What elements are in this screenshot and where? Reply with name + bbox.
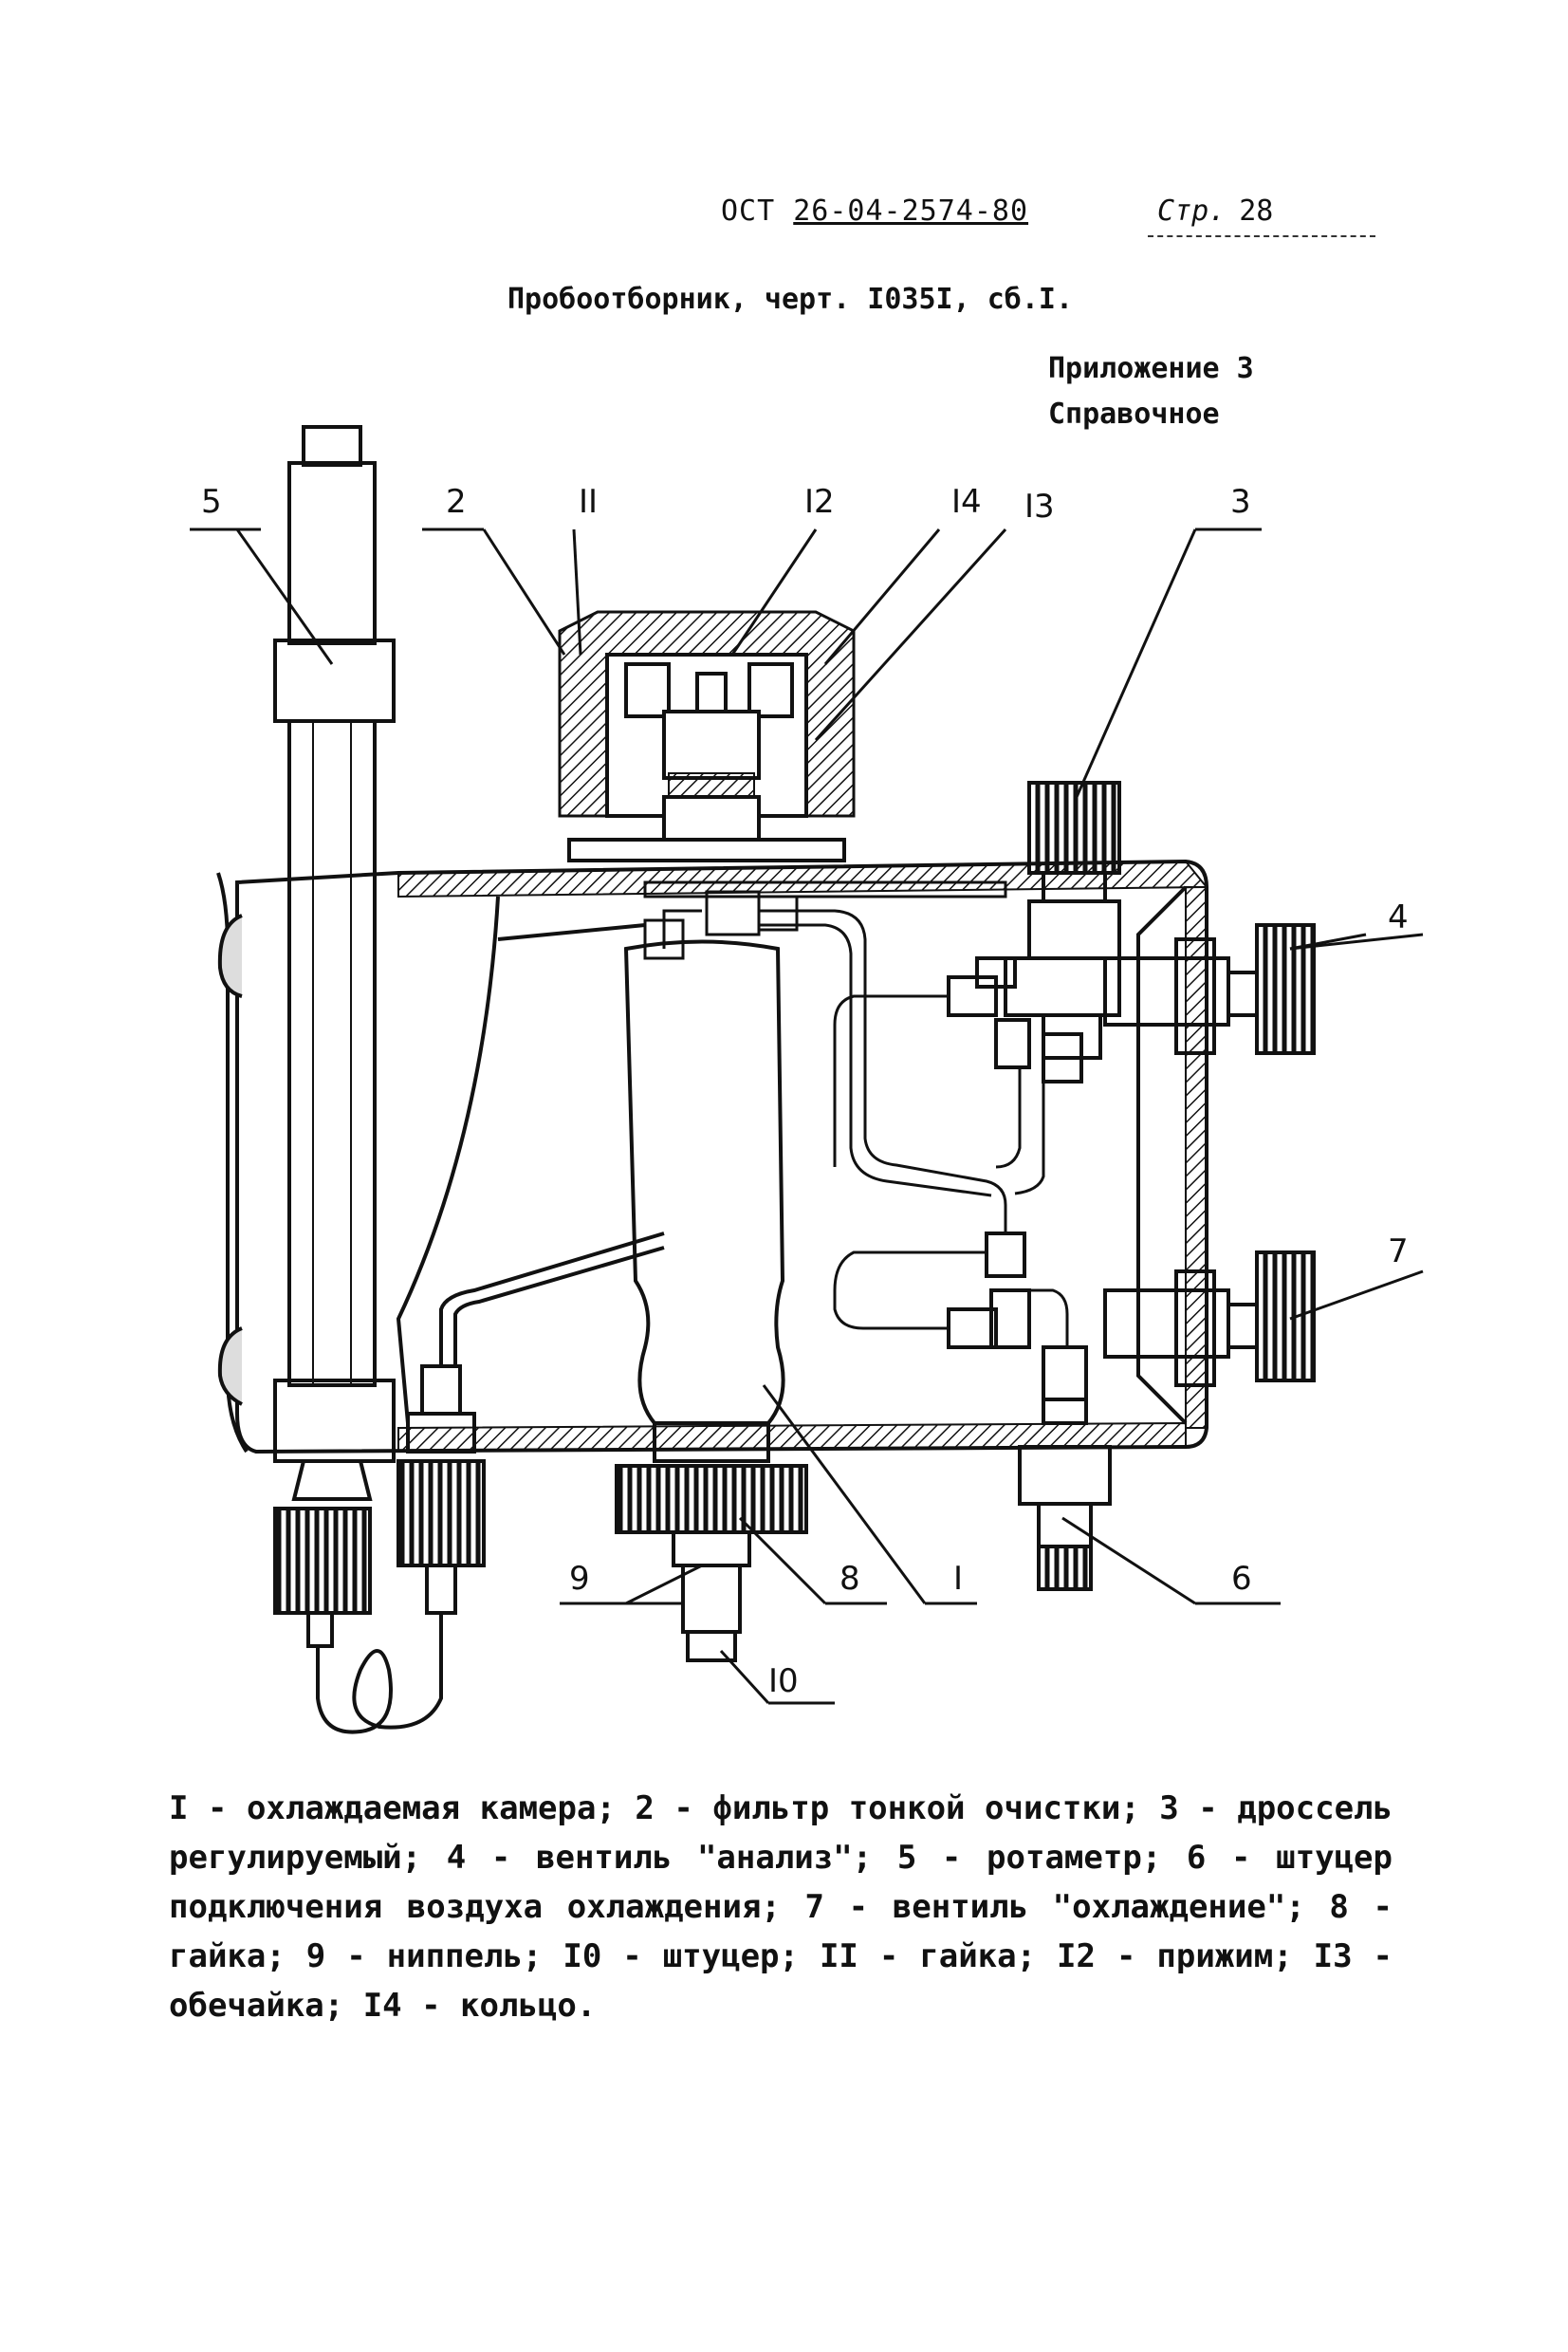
- document-code-number: 26-04-2574-80: [793, 194, 1029, 228]
- appendix-label: Приложение 3 Справочное: [1048, 346, 1254, 437]
- rotameter: [273, 425, 443, 1734]
- callout-2: 2: [446, 483, 467, 521]
- cooling-air-fitting: [1018, 1398, 1112, 1591]
- header-underline: [1148, 235, 1375, 237]
- appendix-type: Справочное: [1048, 398, 1220, 431]
- cooled-chamber: [615, 939, 808, 1662]
- page-indicator: Стр. 28: [1157, 194, 1273, 228]
- callout-12: I2: [804, 483, 835, 521]
- callout-13: I3: [1024, 488, 1055, 526]
- callout-labels: 5 2 II I2 I4 I3 3 4 7 9 8 I 6 I0: [201, 483, 1409, 1700]
- callout-4: 4: [1388, 898, 1409, 936]
- valve-analysis: [947, 923, 1316, 1083]
- valve-cooling: [947, 1232, 1316, 1401]
- page-number: 28: [1239, 194, 1274, 228]
- callout-10: I0: [768, 1662, 799, 1700]
- drawing-title: Пробоотборник, черт. I035I, сб.I.: [507, 283, 1074, 316]
- callout-8: 8: [839, 1560, 860, 1598]
- parts-legend: I - охлаждаемая камера; 2 - фильтр тонко…: [169, 1789, 1393, 2025]
- callout-5: 5: [201, 483, 222, 521]
- callout-9: 9: [569, 1560, 590, 1598]
- adjustable-throttle: [1004, 781, 1121, 1060]
- leader-lines: [190, 528, 1424, 1705]
- appendix-number: Приложение 3: [1048, 352, 1254, 385]
- left-lower-fitting: [397, 1232, 665, 1615]
- document-code-prefix: ОСТ: [721, 194, 794, 228]
- page-label: Стр.: [1157, 194, 1227, 228]
- callout-14: I4: [951, 483, 982, 521]
- callout-7: 7: [1388, 1232, 1409, 1270]
- piping: [643, 880, 1069, 1347]
- callout-6: 6: [1231, 1560, 1252, 1598]
- callout-1: I: [953, 1560, 963, 1598]
- callout-3: 3: [1230, 483, 1251, 521]
- callout-11: II: [579, 483, 598, 521]
- document-code: ОСТ 26-04-2574-80: [721, 194, 1028, 228]
- housing: [216, 859, 1209, 1454]
- fine-filter: [558, 610, 856, 862]
